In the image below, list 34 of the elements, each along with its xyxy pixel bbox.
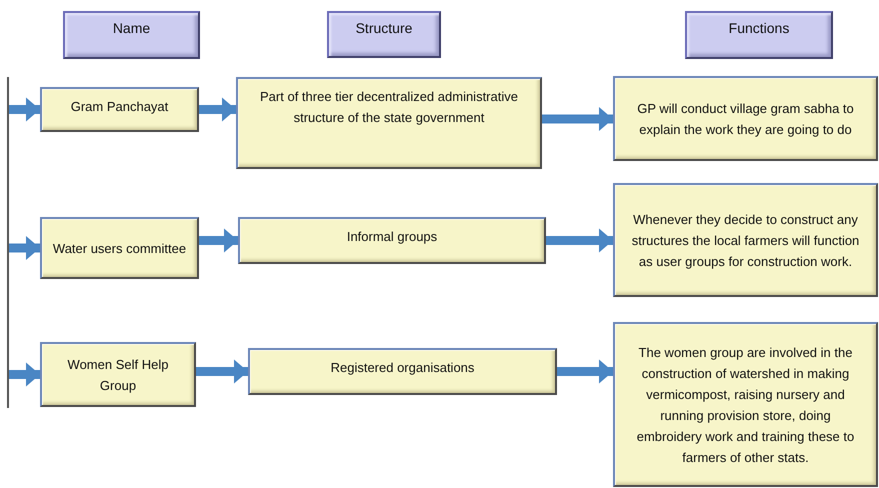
node-text: GP will conduct village gram sabha to explain the work they are going to do (636, 100, 855, 139)
arrow (546, 228, 613, 252)
process-box (613, 76, 878, 161)
node-text: Whenever they decide to construct any structures the local farmers will function as user groups for construction work. (630, 210, 860, 271)
column-heading: Functions (728, 20, 790, 36)
arrow (542, 107, 613, 131)
arrow (9, 98, 40, 122)
node-text: The women group are involved in the construction of watershed in making vermicompost, raising nursery and running provision store, doing embroidery work and training these to farmers of other stats. (636, 344, 856, 466)
arrow (9, 362, 40, 386)
node-text: Women Self Help Group (66, 356, 170, 395)
process-box (613, 322, 878, 487)
header-box (63, 11, 200, 59)
node-text: Water users committee (52, 240, 186, 258)
process-box (238, 217, 546, 264)
arrow (9, 236, 40, 260)
arrow (557, 360, 613, 384)
node-text: Informal groups (346, 228, 438, 246)
process-box (40, 217, 199, 279)
process-box (248, 348, 557, 395)
header-box (327, 11, 441, 58)
process-box (236, 77, 542, 169)
column-heading: Name (112, 20, 150, 36)
column-heading: Structure (356, 20, 412, 36)
process-box (613, 183, 878, 297)
node-text: Gram Panchayat (70, 98, 168, 116)
arrow (199, 98, 236, 122)
process-box (40, 87, 199, 132)
node-text: Registered organisations (330, 359, 474, 377)
header-box (685, 11, 833, 59)
node-text: Part of three tier decentralized administrative structure of the state government (259, 88, 519, 127)
arrow (199, 228, 238, 252)
process-box (40, 342, 196, 407)
vertical-line (7, 77, 9, 408)
arrow (196, 360, 248, 384)
